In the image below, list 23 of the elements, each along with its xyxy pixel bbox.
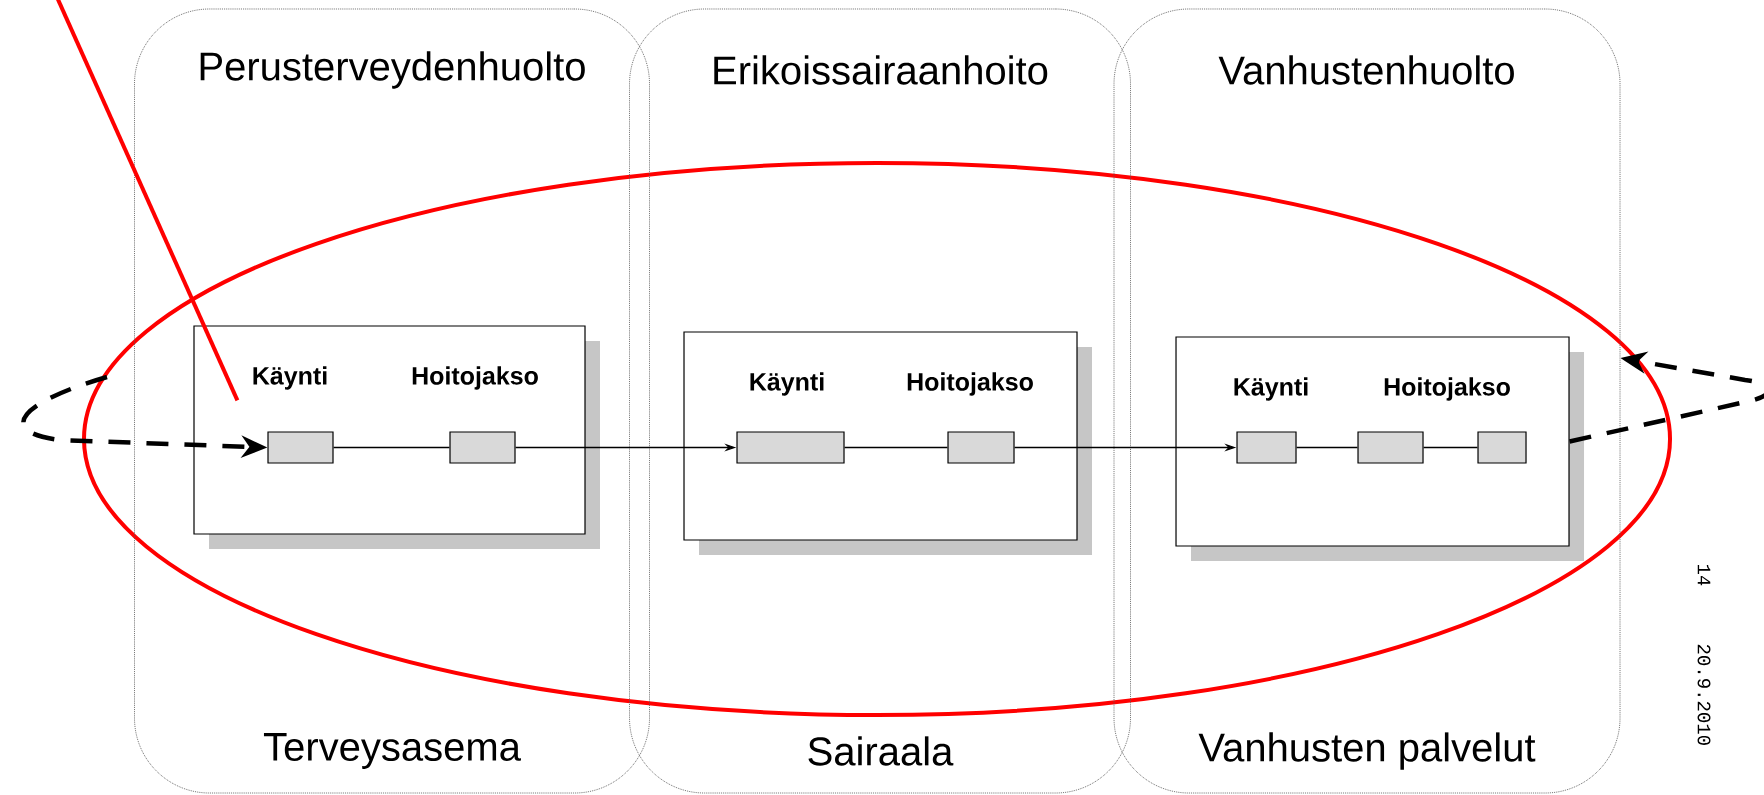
- column-footer: Sairaala: [808, 736, 954, 766]
- process-box: Käynti Hoitojakso: [193, 325, 600, 549]
- small-box: [947, 431, 1015, 464]
- small-box: [449, 431, 516, 464]
- leader-line: [54, 0, 240, 402]
- process-box: Käynti Hoitojakso: [683, 331, 1092, 555]
- column-footer: Terveysasema: [263, 733, 521, 769]
- connector-line: [1422, 446, 1479, 449]
- small-box: [1477, 431, 1527, 464]
- slide-footer: 20.9.2010: [1697, 644, 1711, 745]
- column-footer: Vanhusten palvelut: [1198, 732, 1536, 770]
- connector-line: [843, 446, 949, 449]
- column-heading: Perusterveydenhuolto: [200, 51, 585, 89]
- small-box: [736, 431, 845, 464]
- column-heading: Erikoissairaanhoito: [714, 55, 1048, 85]
- small-box: [1357, 431, 1424, 464]
- process-box: Käynti Hoitojakso: [1175, 336, 1584, 561]
- connector-line: [1295, 446, 1359, 449]
- column-heading: Vanhustenhuolto: [1218, 55, 1514, 85]
- small-box: [1236, 431, 1297, 464]
- small-box: [267, 431, 334, 464]
- connector-line: [332, 446, 451, 449]
- slide-footer: 14: [1697, 564, 1711, 586]
